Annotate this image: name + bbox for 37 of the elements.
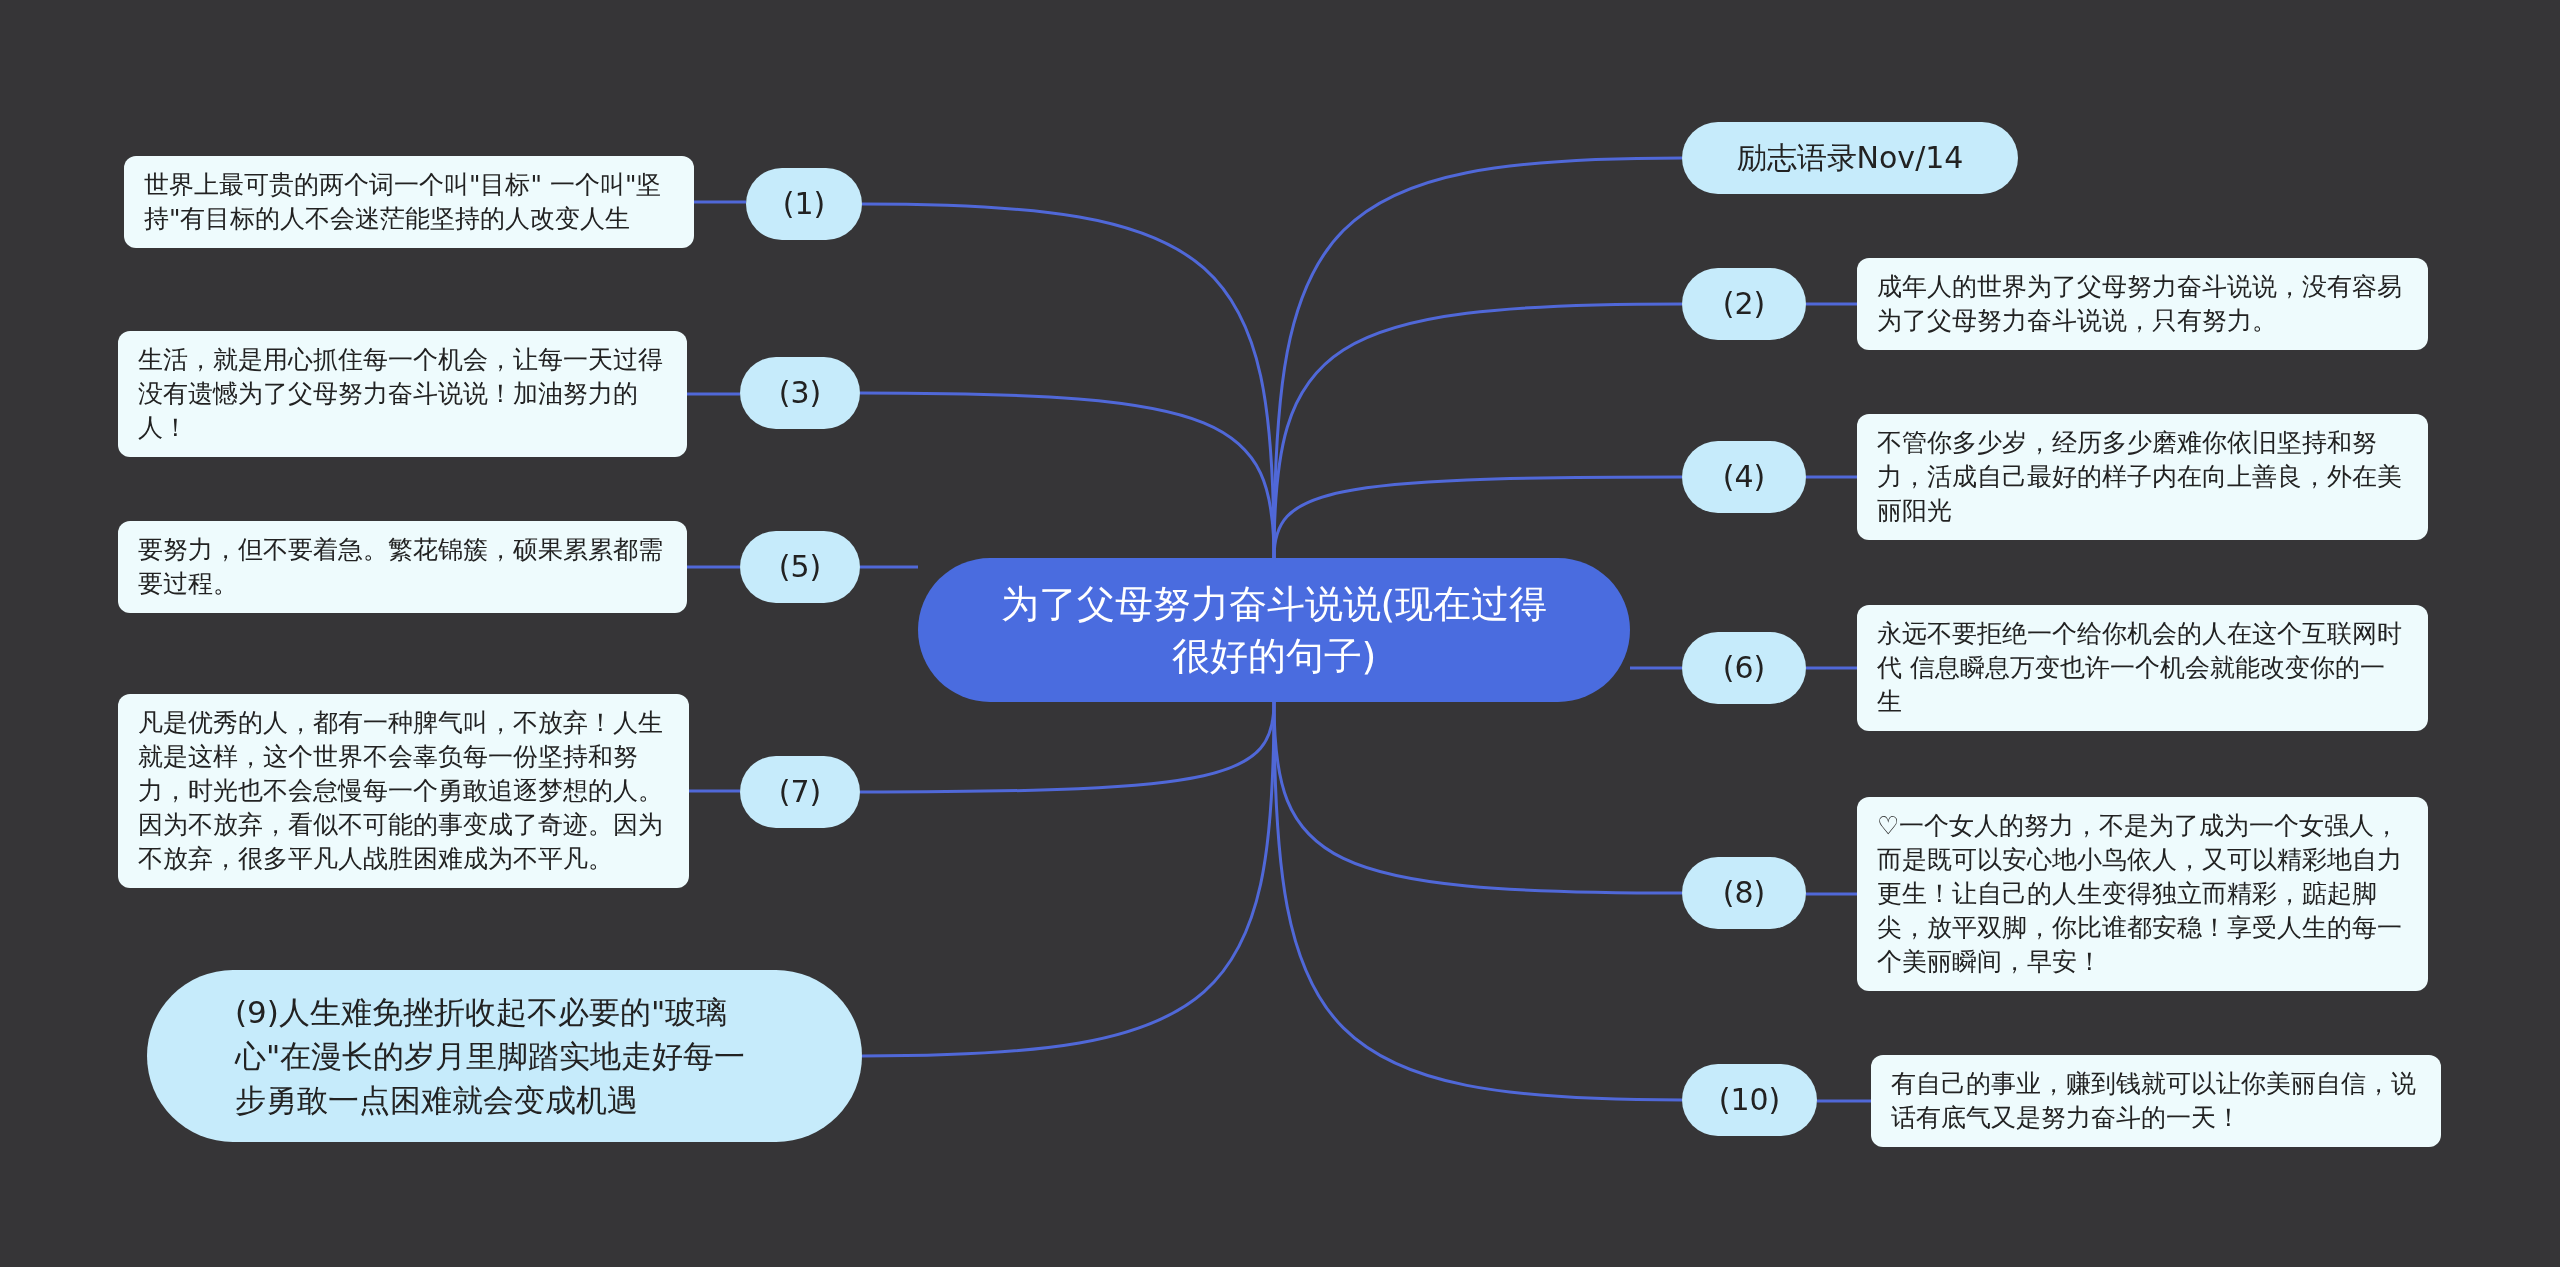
connector-line — [1272, 302, 1682, 559]
connector-line — [689, 789, 740, 793]
branch-pill: (10) — [1682, 1064, 1817, 1136]
note-card: 有自己的事业，赚到钱就可以让你美丽自信，说话有底气又是努力奋斗的一天！ — [1871, 1055, 2441, 1147]
branch-bubble: (9)人生难免挫折收起不必要的"玻璃心"在漫长的岁月里脚踏实地走好每一步勇敢一点困难就会变成机遇 — [147, 970, 862, 1142]
connector-line — [687, 565, 740, 569]
note-card: 凡是优秀的人，都有一种脾气叫，不放弃！人生就是这样，这个世界不会辜负每一份坚持和努力，时光也不会怠慢每一个勇敢追逐梦想的人。因为不放弃，看似不可能的事变成了奇迹。因为不放弃，很多平凡人战胜困难成为不平凡。 — [118, 694, 689, 888]
connector-line — [1806, 302, 1857, 306]
branch-pill: (7) — [740, 756, 860, 828]
connector-line — [1806, 892, 1857, 896]
connector-line — [1817, 1099, 1871, 1103]
note-card: ♡一个女人的努力，不是为了成为一个女强人，而是既可以安心地小鸟依人，又可以精彩地自力更生！让自己的人生变得独立而精彩，踮起脚尖，放平双脚，你比谁都安稳！享受人生的每一个美丽瞬间，早安！ — [1857, 797, 2428, 991]
note-card: 成年人的世界为了父母努力奋斗说说，没有容易为了父母努力奋斗说说，只有努力。 — [1857, 258, 2428, 350]
note-card: 世界上最可贵的两个词一个叫"目标" 一个叫"坚持"有目标的人不会迷茫能坚持的人改变人生 — [124, 156, 694, 248]
branch-pill: (5) — [740, 531, 860, 603]
connector-line — [687, 392, 740, 396]
note-card: 要努力，但不要着急。繁花锦簇，硕果累累都需要过程。 — [118, 521, 687, 613]
branch-pill: (4) — [1682, 441, 1806, 513]
connector-line — [694, 200, 746, 204]
connector-line — [860, 565, 918, 569]
central-topic: 为了父母努力奋斗说说(现在过得很好的句子) — [918, 558, 1630, 702]
connector-line — [1272, 701, 1683, 1102]
connector-line — [1272, 475, 1682, 559]
branch-pill: 励志语录Nov/14 — [1682, 122, 2018, 194]
branch-pill: (6) — [1682, 632, 1806, 704]
branch-pill: (8) — [1682, 857, 1806, 929]
branch-pill: (2) — [1682, 268, 1806, 340]
note-card: 不管你多少岁，经历多少磨难你依旧坚持和努力，活成自己最好的样子内在向上善良，外在美丽阳光 — [1857, 414, 2428, 540]
note-card: 生活，就是用心抓住每一个机会，让每一天过得没有遗憾为了父母努力奋斗说说！加油努力的人！ — [118, 331, 687, 457]
note-card: 永远不要拒绝一个给你机会的人在这个互联网时代 信息瞬息万变也许一个机会就能改变你的一生 — [1857, 605, 2428, 731]
connector-line — [1630, 666, 1682, 670]
connector-line — [1806, 666, 1857, 670]
connector-line — [1806, 475, 1857, 479]
connector-line — [1272, 156, 1683, 559]
connector-line — [861, 701, 1276, 1058]
branch-pill: (1) — [746, 168, 862, 240]
branch-pill: (3) — [740, 357, 860, 429]
